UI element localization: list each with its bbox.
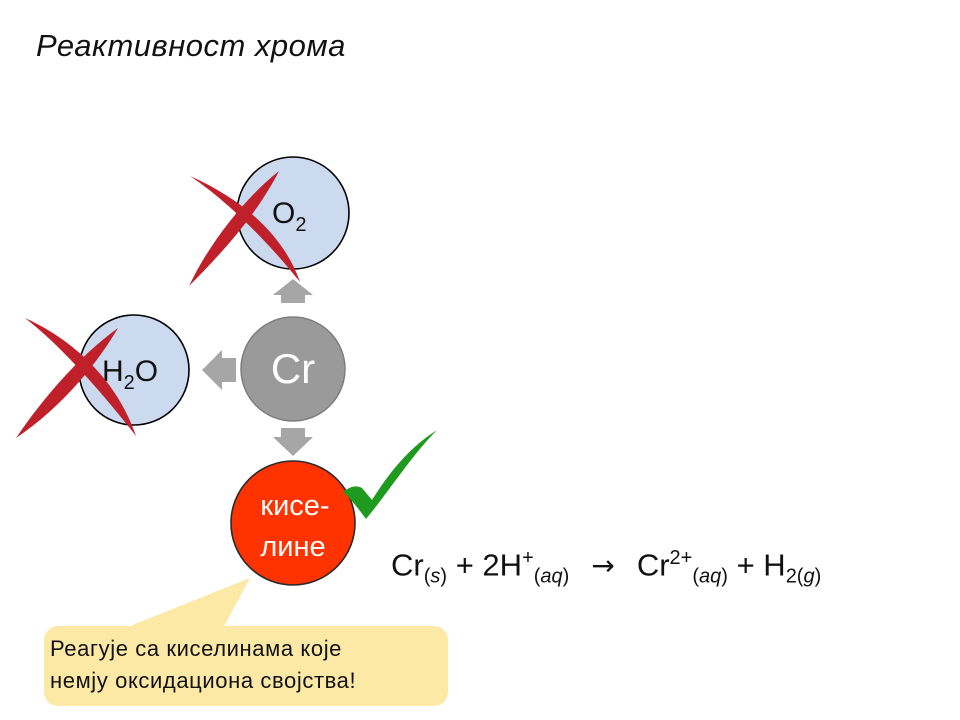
callout-box <box>44 626 448 706</box>
eq-reactant-1: Cr <box>391 547 424 583</box>
acids-label-line1: кисе- <box>260 490 329 522</box>
chromium-node <box>240 316 346 422</box>
water-subscript: 2 <box>124 372 135 394</box>
eq-reactant-2: 2H <box>482 547 523 583</box>
arrow-up <box>273 279 313 303</box>
acids-label-line2: лине <box>260 531 325 563</box>
chromium-label: Cr <box>271 345 315 392</box>
water-symbol-h: H <box>102 355 124 388</box>
oxygen-subscript: 2 <box>295 214 306 236</box>
reaction-equation: Cr(s) + 2H+(aq)→Cr2+(aq) + H2(g) <box>391 547 822 588</box>
eq-product-2-sub: 2(g) <box>785 565 822 588</box>
eq-product-2: H <box>763 547 786 583</box>
eq-product-1-state: aq <box>699 565 722 588</box>
cross-mark-icon <box>189 171 300 286</box>
oxygen-symbol: O <box>272 197 295 230</box>
oxygen-label: O2 <box>272 197 306 236</box>
callout-text: Реагује са киселинама које немју оксидац… <box>50 633 356 697</box>
eq-reactant-2-charge: + <box>522 547 534 569</box>
acids-node <box>230 460 356 586</box>
water-label: H2O <box>102 355 158 394</box>
check-mark-icon <box>343 430 437 519</box>
callout-pointer <box>120 578 250 630</box>
eq-arrow: → <box>591 549 615 583</box>
eq-plus-2: + <box>736 547 755 583</box>
eq-plus-1: + <box>455 547 474 583</box>
eq-reactant-1-state: s <box>430 565 441 588</box>
eq-product-1: Cr <box>636 547 670 583</box>
page-title: Реактивност хрома <box>36 28 346 63</box>
callout-line-1: Реагује са киселинама које <box>50 636 343 661</box>
arrow-down <box>273 428 313 456</box>
arrow-left <box>202 350 236 390</box>
callout-line-2: немју оксидациона својства! <box>50 668 357 693</box>
eq-product-1-charge: 2+ <box>669 547 693 569</box>
eq-reactant-2-state: aq <box>540 565 563 588</box>
water-symbol-o: O <box>135 355 158 388</box>
cross-mark-icon <box>16 318 136 438</box>
